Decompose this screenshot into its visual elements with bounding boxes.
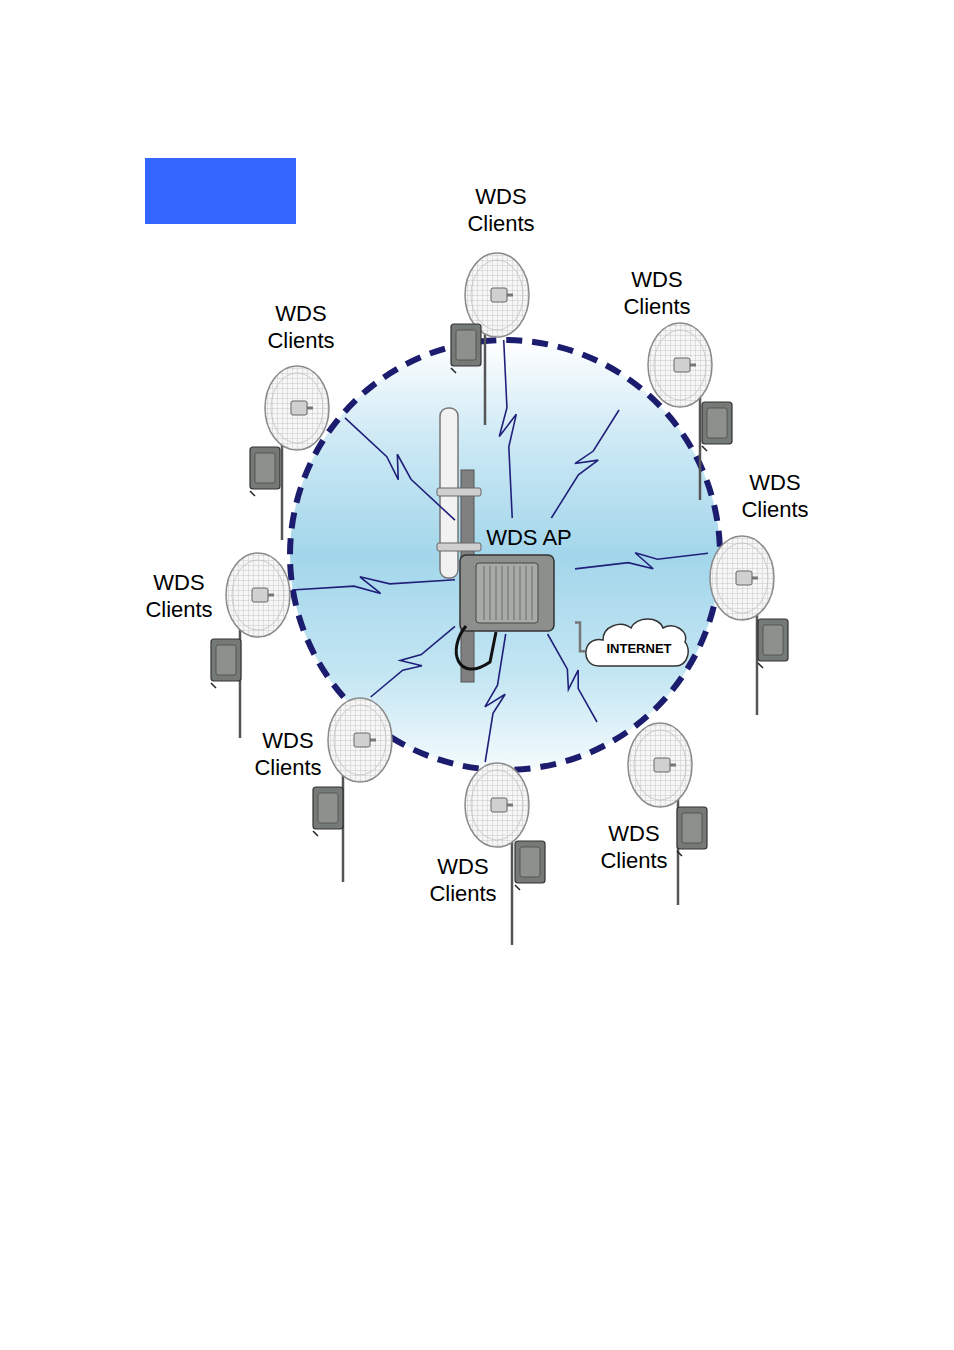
wds-client-node: WDS Clients [255,300,345,452]
wireless-link [575,553,708,569]
wds-client-node: WDS Clients [450,185,550,340]
network-cable [575,622,585,651]
wireless-link [345,418,455,520]
blue-tab [145,158,296,224]
wds-client-node: WDS Clients [135,550,292,640]
node-label: INTERNET [607,641,672,657]
internet-cloud: INTERNET [585,612,690,668]
node-label: WDS AP [486,524,572,552]
cloud-shape [586,619,688,666]
node-label: WDS Clients [623,266,690,321]
client-radios [211,324,788,890]
wireless-link [499,340,516,518]
wireless-link [485,634,506,762]
wds-client-node: WDS Clients [415,762,532,908]
wireless-link [371,626,455,697]
wireless-link [551,410,619,518]
node-label: WDS Clients [429,853,496,908]
access-point-node: WDS AP [455,518,575,634]
wireless-link [292,577,455,594]
client-poles [240,300,757,945]
node-label: WDS Clients [741,469,808,524]
client-dishes [226,253,774,847]
wds-client-node: WDS Clients [245,697,395,782]
wds-client-node: WDS Clients [612,268,715,410]
node-label: WDS Clients [145,569,212,624]
node-label: WDS Clients [267,300,334,355]
node-label: WDS Clients [467,183,534,238]
node-label: WDS Clients [254,727,321,782]
wds-client-node: WDS Clients [585,722,695,875]
cloud-outline [585,612,690,668]
node-label: WDS Clients [600,820,667,875]
access-point-radio [456,555,554,669]
wds-client-node: WDS Clients [708,470,830,622]
